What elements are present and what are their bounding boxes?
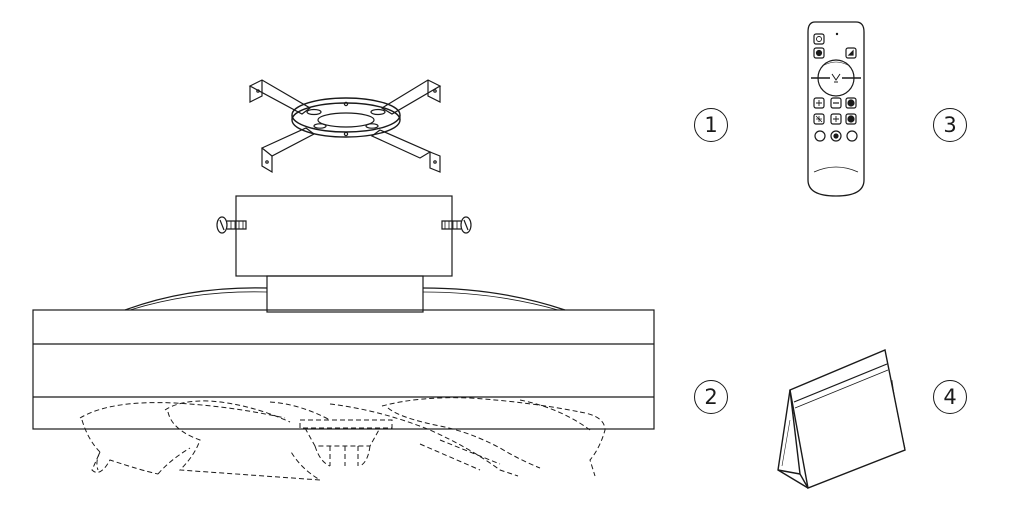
callout-number-1: 1: [694, 108, 728, 142]
callout-number-2: 2: [694, 380, 728, 414]
mounting-bracket: [248, 79, 442, 174]
callout-number-4: 4: [933, 380, 967, 414]
screw-right: [441, 216, 472, 234]
callout-number-3: 3: [933, 108, 967, 142]
fan-body: [32, 287, 655, 430]
remote-control: [807, 21, 865, 197]
screw-left: [216, 216, 247, 234]
canopy-box: [216, 195, 472, 313]
accessory-bag: [777, 349, 906, 489]
fan-blades-dashed: [79, 397, 606, 481]
